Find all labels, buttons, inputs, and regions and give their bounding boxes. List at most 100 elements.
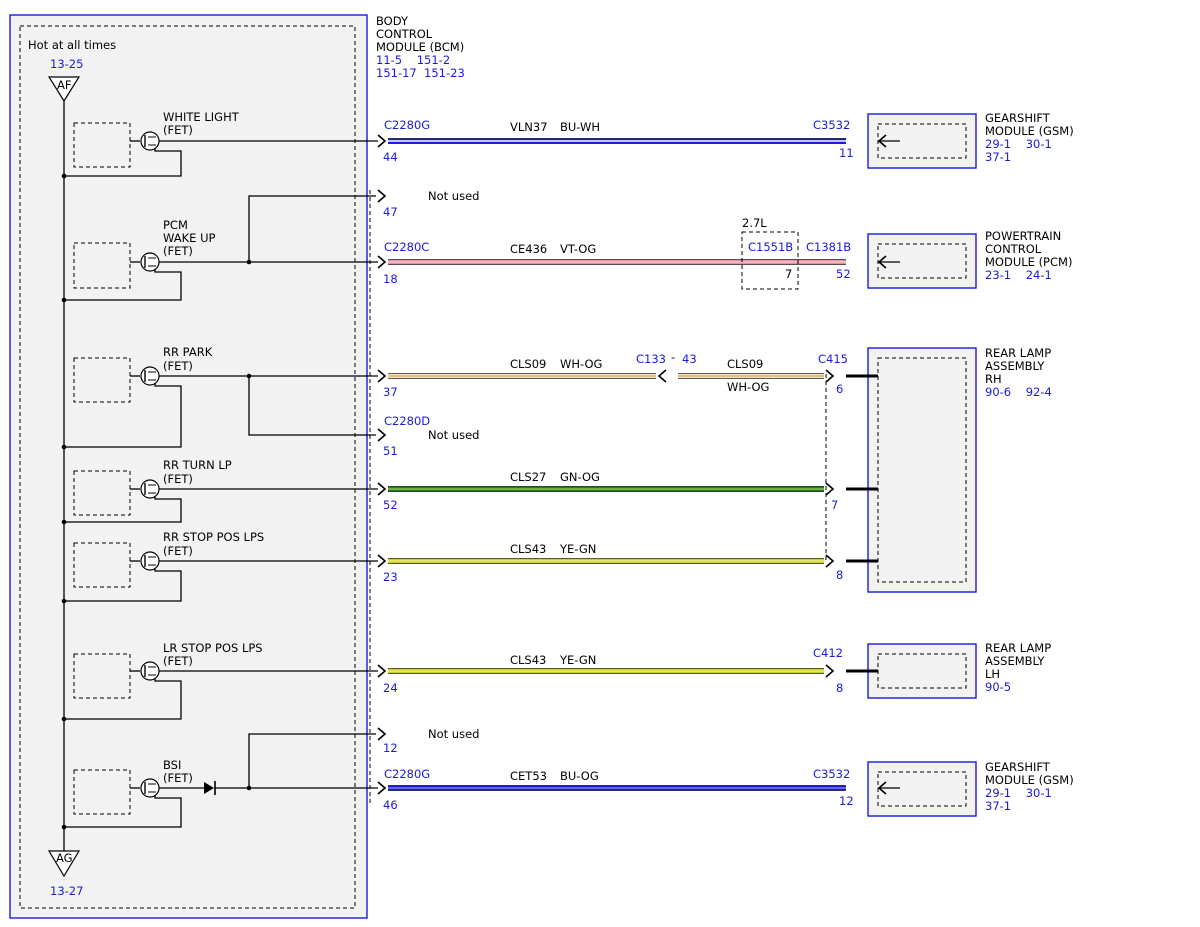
rr-stop-pos-lps-return-line: [64, 568, 182, 602]
lr-stop-pos-lps-driver-box: [73, 653, 131, 699]
pin-37: 37: [383, 385, 398, 399]
pin-52: 52: [383, 498, 398, 512]
gsm-bottom-refs-2[interactable]: 37-1: [985, 799, 1011, 813]
engine-option-label: 2.7L: [742, 216, 767, 230]
wire-vln37-color: BU-WH: [560, 120, 600, 134]
right-pin-8-lh: 8: [836, 681, 843, 695]
pcm-wake-branch-dot: [246, 259, 252, 265]
not-used-12-label: Not used: [428, 727, 479, 741]
right-pin-12: 12: [839, 794, 854, 808]
bsi-branch-line: [248, 733, 376, 788]
pcm-inner-box: [877, 243, 967, 279]
wire-cls43-lh-circuit: CLS43: [510, 653, 546, 667]
white-light-fet-icon: [140, 131, 160, 151]
stub-layer: [825, 134, 900, 795]
right-pin-52: 52: [836, 267, 851, 281]
bsi-driver-box: [73, 769, 131, 815]
connector-c415[interactable]: C415: [818, 352, 848, 366]
right-pin-11: 11: [839, 146, 854, 160]
bcm-refs-line-1[interactable]: 11-5 151-2: [376, 53, 450, 67]
right-pin-6: 6: [836, 382, 843, 396]
connector-c1381b[interactable]: C1381B: [806, 240, 851, 254]
connector-c2280g-top[interactable]: C2280G: [384, 118, 430, 132]
white-light-bus-dot: [61, 173, 67, 179]
rr-stop-pos-lps-bus-dot: [61, 598, 67, 604]
wire-cet53-color: BU-OG: [560, 769, 599, 783]
bsi-pin-arrow-icon: [377, 781, 387, 795]
pcm-module-box: [867, 233, 977, 289]
lr-stop-pos-lps-label-1: LR STOP POS LPS: [163, 641, 263, 655]
lr-stop-pos-lps-label-2: (FET): [163, 654, 193, 668]
rear-lamp-rh-inner-box: [877, 357, 967, 583]
rear-lamp-lh-refs-1[interactable]: 90-5: [985, 680, 1011, 694]
not-used-47-arrow-icon: [377, 189, 387, 203]
c133-arrow-icon: [657, 369, 667, 383]
bsi-return-line: [64, 795, 182, 828]
rr-park-bus-dot: [61, 444, 67, 450]
connector-c412[interactable]: C412: [813, 646, 843, 660]
wire-cls43-rh-circuit: CLS43: [510, 542, 546, 556]
rr-stop-pos-lps-label-1: RR STOP POS LPS: [163, 530, 264, 544]
pcm-wake-up-label-1: PCM: [163, 218, 188, 232]
rear-lamp-lh-title-1: REAR LAMP: [985, 641, 1051, 655]
wire-cls09-color-right: WH-OG: [727, 380, 769, 394]
rr-stop-pos-lps-pin-arrow-icon: [377, 554, 387, 568]
pin-51: 51: [383, 444, 398, 458]
wire-ce436-color: VT-OG: [560, 242, 596, 256]
pin-18: 18: [383, 272, 398, 286]
af-splice-triangle: [47, 76, 81, 103]
connector-c2280d[interactable]: C2280D: [384, 414, 430, 428]
connector-c3532-bottom[interactable]: C3532: [813, 767, 850, 781]
bcm-refs-line-2[interactable]: 151-17 151-23: [376, 66, 465, 80]
connector-c2280g-bottom[interactable]: C2280G: [384, 767, 430, 781]
gsm-bottom-inner-box: [877, 771, 967, 807]
connector-c2280c[interactable]: C2280C: [384, 240, 429, 254]
af-ref-link[interactable]: 13-25: [50, 57, 83, 71]
wire-ce436-circuit: CE436: [510, 242, 547, 256]
right-pin-7: 7: [831, 498, 838, 512]
rr-turn-lp-label-1: RR TURN LP: [163, 458, 232, 472]
wire-cls43-lh-color: YE-GN: [559, 653, 596, 667]
gsm-top-refs-1[interactable]: 29-1 30-1: [985, 137, 1052, 151]
connector-c1551b[interactable]: C1551B: [748, 240, 793, 254]
rr-turn-lp-pin-arrow-icon: [377, 482, 387, 496]
wire-cls27-circuit: CLS27: [510, 470, 546, 484]
ag-ref-link[interactable]: 13-27: [50, 884, 83, 898]
gsm-bottom-refs-1[interactable]: 29-1 30-1: [985, 786, 1052, 800]
pcm-title-1: POWERTRAIN: [985, 229, 1061, 243]
af-label: AF: [57, 78, 71, 92]
rr-park-pin-arrow-icon: [377, 369, 387, 383]
white-light-return-line: [64, 148, 182, 177]
not-used-12-arrow-icon: [377, 727, 387, 741]
bcm-module-box: [9, 14, 368, 919]
rear-lamp-rh-title-1: REAR LAMP: [985, 346, 1051, 360]
wire-cls09-circuit: CLS09: [510, 357, 546, 371]
connector-c133[interactable]: C133: [636, 352, 666, 366]
wire-vln37-circuit: VLN37: [510, 120, 548, 134]
gsm-top-refs-2[interactable]: 37-1: [985, 150, 1011, 164]
bsi-diode-icon: [204, 782, 214, 794]
gsm-top-title-2: MODULE (GSM): [985, 124, 1074, 138]
pcm-wake-up-fet-icon: [140, 252, 160, 272]
pcm-wake-up-pin-arrow-icon: [377, 255, 387, 269]
c412-pin-8-arrow-icon: [825, 664, 835, 678]
pcm-title-2: CONTROL: [985, 242, 1042, 256]
wire-cls09-color: WH-OG: [560, 357, 602, 371]
pin-47: 47: [383, 205, 398, 219]
c1551b-pin-7: 7: [785, 267, 792, 281]
pin-12: 12: [383, 741, 398, 755]
ag-label: AG: [56, 851, 73, 865]
rr-park-branch-dot: [246, 373, 252, 379]
not-used-51-label: Not used: [428, 428, 479, 442]
connector-c3532-top[interactable]: C3532: [813, 118, 850, 132]
rear-lamp-rh-refs-1[interactable]: 90-6 92-4: [985, 385, 1052, 399]
rear-lamp-rh-title-3: RH: [985, 372, 1002, 386]
bsi-label-2: (FET): [163, 771, 193, 785]
pcm-refs-1[interactable]: 23-1 24-1: [985, 268, 1052, 282]
c415-pin-8-arrow-icon: [825, 554, 835, 568]
lr-stop-pos-lps-fet-icon: [140, 661, 160, 681]
rr-stop-pos-lps-fet-icon: [140, 551, 160, 571]
hot-at-all-times-label: Hot at all times: [28, 38, 116, 52]
pcm-wake-up-bus-dot: [61, 297, 67, 303]
